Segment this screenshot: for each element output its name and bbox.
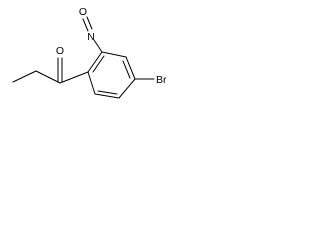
ring-bond-c5-c6 [94,93,120,99]
ring-bond-c4-c5 [118,78,136,99]
bond-ring-nitrogen [93,39,103,53]
ring-inner-bond-c5-c6 [97,90,118,95]
bond-methylene-carbonyl [35,70,61,84]
atom-label-ketone-oxygen: O [56,45,64,57]
bond-nitrogen-oxygen-2 [86,16,93,30]
bond-nitrogen-oxygen-1 [82,18,89,32]
ring-inner-bond-c3-c4 [122,60,131,79]
atom-label-nitroso-oxygen: O [79,6,87,18]
bond-methyl-methylene [12,70,37,83]
bond-carbonyl-ring [59,71,89,84]
ring-bond-c1-c2 [87,51,103,73]
ring-inner-bond-c1-c2 [92,55,105,73]
ring-bond-c2-c3 [101,51,127,58]
ring-bond-c3-c4 [125,56,136,80]
atom-label-nitrogen: N [87,31,95,43]
chemical-structure: O N O Br [12,6,167,99]
ring-bond-c6-c1 [87,71,96,95]
atom-label-bromine: Br [156,74,167,86]
